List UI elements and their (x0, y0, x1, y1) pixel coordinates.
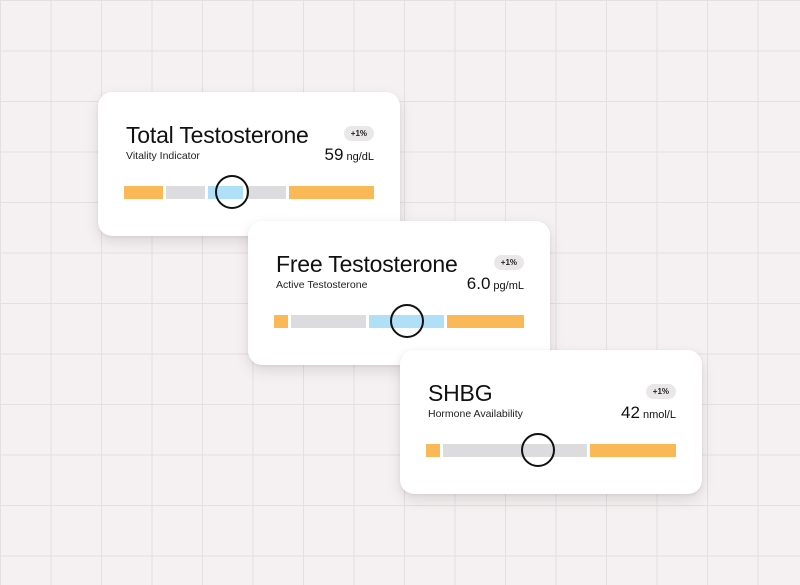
range-segment-gray (290, 315, 366, 328)
value-unit: nmol/L (642, 409, 676, 421)
card-title: Free Testosterone (276, 251, 458, 277)
value-unit: pg/mL (493, 280, 524, 292)
change-badge: +1% (645, 384, 676, 399)
card-subtitle: Hormone Availability (428, 408, 523, 420)
biomarker-card-free-testosterone[interactable]: Free Testosterone Active Testosterone +1… (248, 221, 550, 365)
change-badge: +1% (343, 126, 374, 141)
range-bar (426, 433, 676, 467)
change-badge: +1% (493, 255, 524, 270)
value-unit: ng/dL (346, 151, 374, 163)
card-title: SHBG (428, 380, 493, 406)
range-segment-orange (589, 444, 676, 457)
range-marker-handle[interactable] (521, 433, 556, 467)
range-segment-gray (165, 186, 206, 199)
range-marker-handle[interactable] (390, 304, 425, 338)
value-number: 42 (621, 403, 640, 422)
value-number: 59 (324, 145, 344, 164)
range-segment-gray (442, 444, 587, 457)
card-subtitle: Vitality Indicator (126, 150, 200, 162)
range-bar (124, 175, 374, 209)
card-title: Total Testosterone (126, 122, 309, 148)
range-segment-orange (426, 444, 440, 457)
range-segment-orange (447, 315, 524, 328)
range-segment-orange (124, 186, 163, 199)
range-segment-orange (274, 315, 288, 328)
value-number: 6.0 (466, 274, 491, 293)
range-marker-handle[interactable] (215, 175, 249, 209)
range-segment-gray (246, 186, 286, 199)
range-segment-orange (288, 186, 374, 199)
card-subtitle: Active Testosterone (276, 279, 368, 291)
biomarker-card-total-testosterone[interactable]: Total Testosterone Vitality Indicator +1… (98, 92, 400, 236)
range-bar (274, 304, 524, 338)
